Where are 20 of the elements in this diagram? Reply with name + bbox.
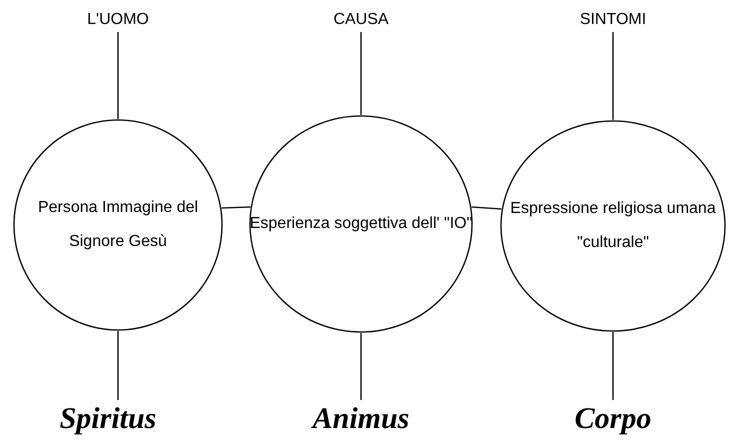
caption-label: Animus [312,402,410,436]
connector-line [360,333,362,400]
connector-line [222,206,250,209]
caption-label: Corpo [574,402,652,436]
heading-label: SINTOMI [580,10,646,30]
node-text: Persona Immagine del Signore Gesù [36,198,200,252]
connector-line [117,331,119,400]
node-text: Esperienza soggettiva dell' "IO" [250,214,472,234]
connector-line [360,32,362,115]
connector-line [612,332,614,400]
heading-label: L'UOMO [87,10,149,30]
heading-label: CAUSA [333,10,389,30]
circle-node [13,119,223,331]
circle-node [500,120,726,332]
connector-line [117,32,119,119]
connector-line [612,32,614,120]
connector-line [472,206,502,210]
node-text: Espressione religiosa umana "culturale" [509,199,717,253]
caption-label: Spiritus [60,402,156,436]
circle-node [249,115,473,333]
